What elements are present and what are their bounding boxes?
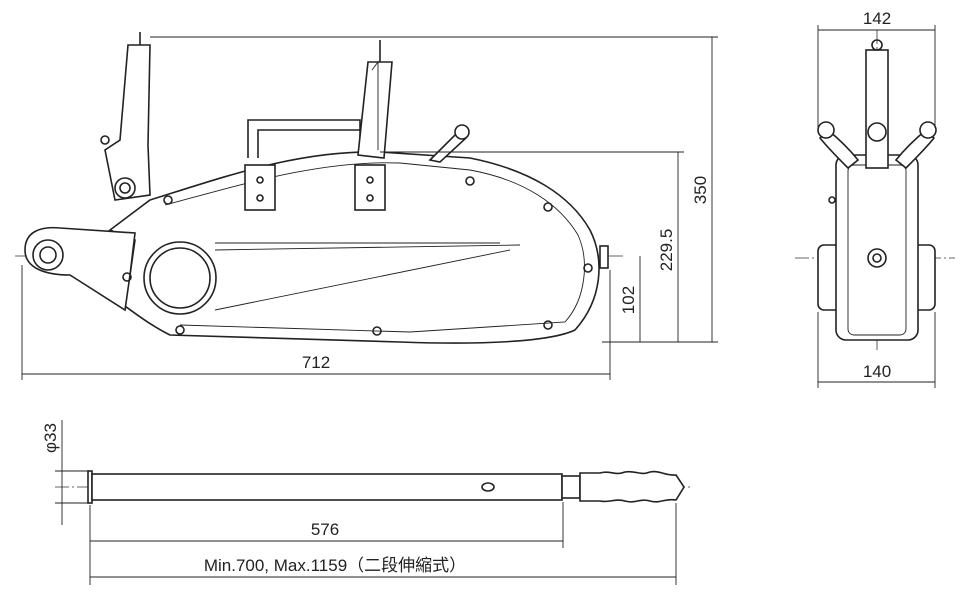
dim-handle-extended-length: Min.700, Max.1159（二段伸縮式） — [204, 556, 466, 575]
dim-handle-inner-length: 576 — [311, 520, 339, 539]
dim-center-height: 102 — [619, 286, 638, 314]
dim-handle-diameter: φ33 — [41, 423, 60, 453]
dim-body-height: 229.5 — [657, 229, 676, 272]
dim-base-width: 140 — [863, 362, 891, 381]
dim-top-width: 142 — [863, 9, 891, 28]
side-view — [15, 32, 718, 380]
handle-view — [55, 420, 690, 585]
dim-overall-length: 712 — [302, 353, 330, 372]
front-view — [795, 25, 955, 388]
dim-overall-height: 350 — [691, 176, 710, 204]
